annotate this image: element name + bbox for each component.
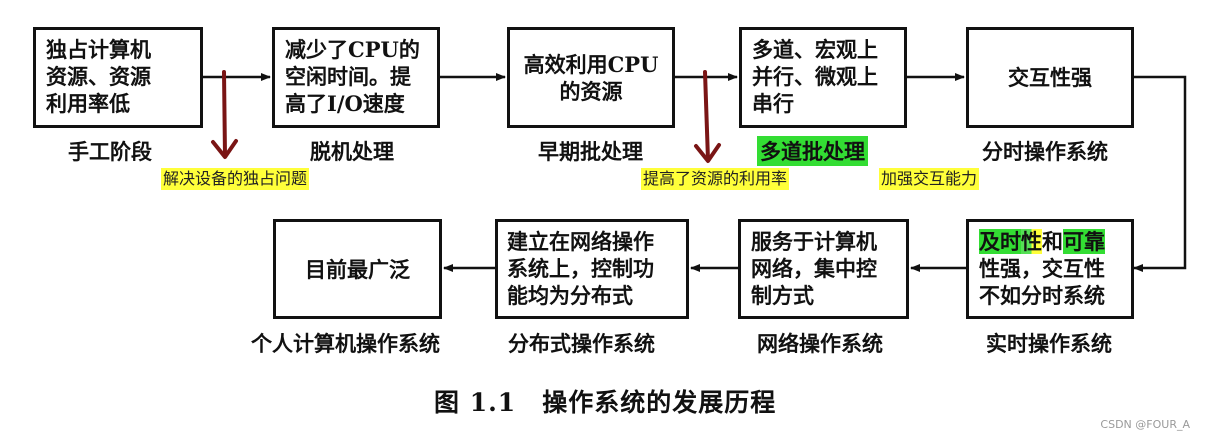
box-multi-batch-line-2: 并行、微观上 (752, 64, 878, 89)
stage-label-realtime: 实时操作系统 (986, 331, 1112, 356)
box-network-line-2: 网络，集中控 (751, 256, 877, 281)
annotation-arrow-1 (211, 70, 238, 159)
stage-label-timesharing: 分时操作系统 (982, 139, 1108, 164)
realtime-text-and: 和 (1042, 229, 1063, 254)
realtime-highlight-reliable: 可靠 (1063, 229, 1105, 254)
box-manual: 独占计算机 资源、资源 利用率低 (33, 27, 203, 128)
box-manual-line-3: 利用率低 (46, 91, 130, 116)
box-realtime: 及时性和可靠 性强，交互性 不如分时系统 (966, 219, 1134, 319)
box-early-batch-line-1: 高效利用CPU (523, 51, 659, 77)
box-multi-batch-line-3: 串行 (752, 91, 794, 116)
box-personal-line-1: 目前最广泛 (305, 256, 410, 282)
box-personal: 目前最广泛 (273, 219, 442, 319)
annotation-note-2: 提高了资源的利用率 (641, 168, 790, 190)
box-realtime-line-3: 不如分时系统 (979, 283, 1105, 308)
box-manual-line-2: 资源、资源 (46, 64, 151, 89)
stage-label-network: 网络操作系统 (757, 331, 883, 356)
box-multi-batch: 多道、宏观上 并行、微观上 串行 (739, 27, 907, 128)
watermark: CSDN @FOUR_A (1100, 418, 1190, 431)
stage-label-manual: 手工阶段 (68, 139, 152, 164)
box-offline-line-1: 减少了CPU的 (285, 37, 420, 62)
box-manual-line-1: 独占计算机 (46, 37, 151, 62)
box-offline-line-3: 高了I/O速度 (285, 91, 405, 116)
box-timesharing: 交互性强 (966, 27, 1134, 128)
stage-label-offline: 脱机处理 (310, 139, 394, 164)
stage-label-early-batch: 早期批处理 (538, 139, 643, 164)
box-distributed-line-2: 系统上，控制功 (507, 256, 654, 281)
stage-label-personal: 个人计算机操作系统 (251, 331, 440, 356)
annotation-note-1: 解决设备的独占问题 (161, 168, 310, 190)
box-early-batch-line-2: 的资源 (559, 78, 623, 104)
box-network-line-1: 服务于计算机 (751, 229, 877, 254)
figure-caption: 图 1.1 操作系统的发展历程 (434, 388, 777, 417)
box-distributed-line-3: 能均为分布式 (507, 283, 633, 308)
realtime-highlight-timely: 及时 (979, 229, 1021, 254)
box-network-line-3: 制方式 (751, 283, 814, 308)
realtime-highlight-xing: 性 (1021, 229, 1042, 254)
box-distributed: 建立在网络操作 系统上，控制功 能均为分布式 (495, 219, 689, 319)
stage-label-distributed: 分布式操作系统 (508, 331, 655, 356)
stage-label-multi-batch: 多道批处理 (757, 136, 868, 166)
box-multi-batch-line-1: 多道、宏观上 (752, 37, 878, 62)
box-timesharing-line-1: 交互性强 (1008, 65, 1092, 90)
arrow-timesharing-to-realtime (1133, 75, 1187, 272)
box-realtime-line-1: 及时性和可靠 (979, 228, 1121, 255)
annotation-note-3: 加强交互能力 (879, 168, 980, 190)
box-network: 服务于计算机 网络，集中控 制方式 (738, 219, 909, 319)
box-realtime-line-2: 性强，交互性 (979, 256, 1105, 281)
annotation-arrow-2 (694, 70, 721, 163)
box-offline: 减少了CPU的 空闲时间。提 高了I/O速度 (272, 27, 440, 128)
box-offline-line-2: 空闲时间。提 (285, 64, 411, 89)
box-early-batch: 高效利用CPU 的资源 (507, 27, 675, 128)
box-distributed-line-1: 建立在网络操作 (507, 229, 654, 254)
